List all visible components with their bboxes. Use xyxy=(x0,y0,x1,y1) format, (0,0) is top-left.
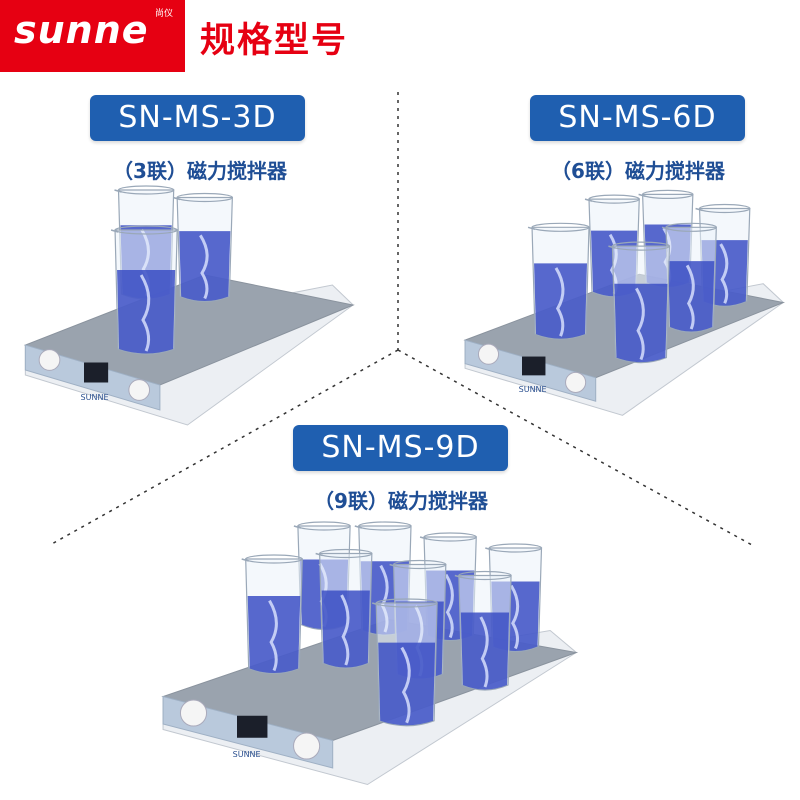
knob-icon xyxy=(565,371,587,393)
model-badge-9d: SN-MS-9D xyxy=(293,425,508,471)
stirrer-base: SUNNE xyxy=(23,274,355,426)
panel-brand-label: SUNNE xyxy=(233,750,261,759)
beaker xyxy=(241,554,303,675)
beaker xyxy=(315,548,373,669)
brand-logo: sunne 尚仪 xyxy=(0,0,185,72)
model-badge-3d: SN-MS-3D xyxy=(90,95,305,141)
display-screen xyxy=(237,715,268,738)
stirrer-product-9d: SUNNE xyxy=(161,521,579,786)
page-title: 规格型号 xyxy=(200,21,349,61)
beaker xyxy=(110,225,178,355)
brand-logo-text: sunne xyxy=(14,8,149,52)
display-screen xyxy=(84,362,109,383)
beaker xyxy=(172,192,233,303)
model-desc-9d: （9联）磁力搅拌器 xyxy=(314,489,488,513)
knob-icon xyxy=(477,343,500,365)
brand-logo-subtext: 尚仪 xyxy=(154,9,173,19)
beaker xyxy=(371,598,438,727)
knob-icon xyxy=(128,379,151,401)
beaker xyxy=(527,222,590,340)
beaker xyxy=(661,222,717,333)
display-screen xyxy=(522,356,546,376)
model-badge-6d: SN-MS-6D xyxy=(530,95,745,141)
beaker xyxy=(454,570,512,691)
model-desc-3d: （3联）磁力搅拌器 xyxy=(113,159,287,183)
knob-icon xyxy=(38,349,61,371)
knob-icon xyxy=(179,699,208,727)
beaker xyxy=(608,241,671,364)
panel-brand-label: SUNNE xyxy=(81,393,109,402)
stirrer-product-6d: SUNNE xyxy=(463,189,786,416)
model-desc-6d: （6联）磁力搅拌器 xyxy=(551,159,725,183)
knob-icon xyxy=(293,732,321,760)
panel-brand-label: SUNNE xyxy=(519,385,547,394)
stirrer-product-3d: SUNNE xyxy=(23,185,355,426)
